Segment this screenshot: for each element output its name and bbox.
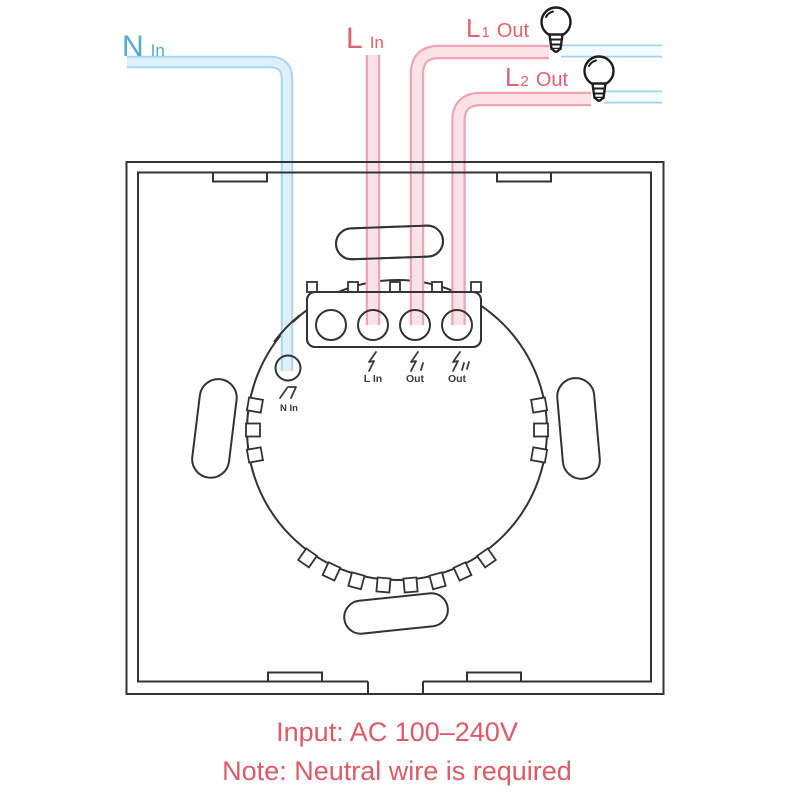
gear-tooth [245, 446, 264, 464]
terminal-label-neutral: N In [280, 403, 298, 414]
notes: Input: AC 100–240V Note: Neutral wire is… [222, 717, 572, 786]
gear-tooth [530, 396, 549, 414]
bolt-1-icon [410, 351, 424, 372]
light-bulb-icon-2 [583, 55, 615, 102]
note-neutral-required: Note: Neutral wire is required [222, 756, 572, 786]
neutral-terminal-icon [279, 386, 297, 399]
gear-tooth [245, 396, 264, 414]
gear-teeth-bottom [296, 547, 498, 594]
gear-teeth-left [245, 396, 264, 464]
bolt-icon [368, 351, 377, 372]
gear-tooth [475, 547, 498, 569]
gear-tooth [245, 422, 261, 438]
terminal-block-tab [347, 281, 359, 293]
plate-clip-top-right [496, 172, 552, 183]
switch-module [191, 224, 601, 635]
gear-tooth [321, 561, 342, 582]
wires [127, 44, 662, 371]
terminal-label-out1: Out [406, 373, 425, 385]
terminal-hole-out2 [441, 309, 473, 341]
plate-clip-bottom-left [267, 671, 323, 682]
mounting-lug-right [556, 377, 601, 480]
mechanism-arc-over-wire [273, 314, 301, 343]
wall-plate [125, 161, 665, 695]
terminal-hole-neutral [274, 354, 302, 382]
mounting-lug-left [191, 378, 238, 479]
light-bulb-icon-1 [540, 6, 572, 53]
overlay-linework [125, 161, 665, 695]
bolt-2-icon [452, 351, 470, 372]
terminal-hole-spare [315, 309, 347, 341]
gear-tooth [533, 422, 549, 438]
terminal-block-tab [431, 281, 443, 293]
mounting-lug-bottom [343, 592, 449, 635]
live-wires-core [368, 47, 591, 325]
neutral-return-wires-core [561, 46, 662, 102]
note-input-rating: Input: AC 100–240V [276, 717, 518, 747]
gear-teeth-right [530, 396, 549, 464]
plate-clip-bottom-right [466, 671, 522, 682]
mounting-lug-top [335, 224, 444, 261]
terminal-label-l-in: L In [364, 373, 382, 385]
terminal-block-outline [306, 291, 482, 348]
plate-outer-frame [125, 161, 665, 695]
gear-tooth [375, 576, 392, 594]
gear-tooth [296, 547, 319, 569]
terminal-block-tab [306, 281, 318, 293]
terminal-block-tab [470, 281, 482, 293]
mounting-lug-top-outline [335, 224, 444, 261]
neutral-wire [127, 55, 294, 371]
gear-tooth [452, 561, 473, 582]
gear-tooth [530, 446, 549, 464]
gear-tooth [402, 576, 419, 594]
gear-tooth [428, 571, 447, 591]
terminal-hole-l-in [357, 309, 389, 341]
plate-clip-top-left [212, 172, 268, 183]
gear-tooth [347, 571, 366, 591]
neutral-wire-core [127, 57, 292, 371]
terminal-block-tab [389, 281, 401, 293]
plate-inner-frame [137, 171, 652, 694]
terminal-hole-out1 [399, 309, 431, 341]
terminal-label-out2: Out [448, 373, 467, 385]
terminal-markings: L In Out Out N In [279, 351, 470, 414]
